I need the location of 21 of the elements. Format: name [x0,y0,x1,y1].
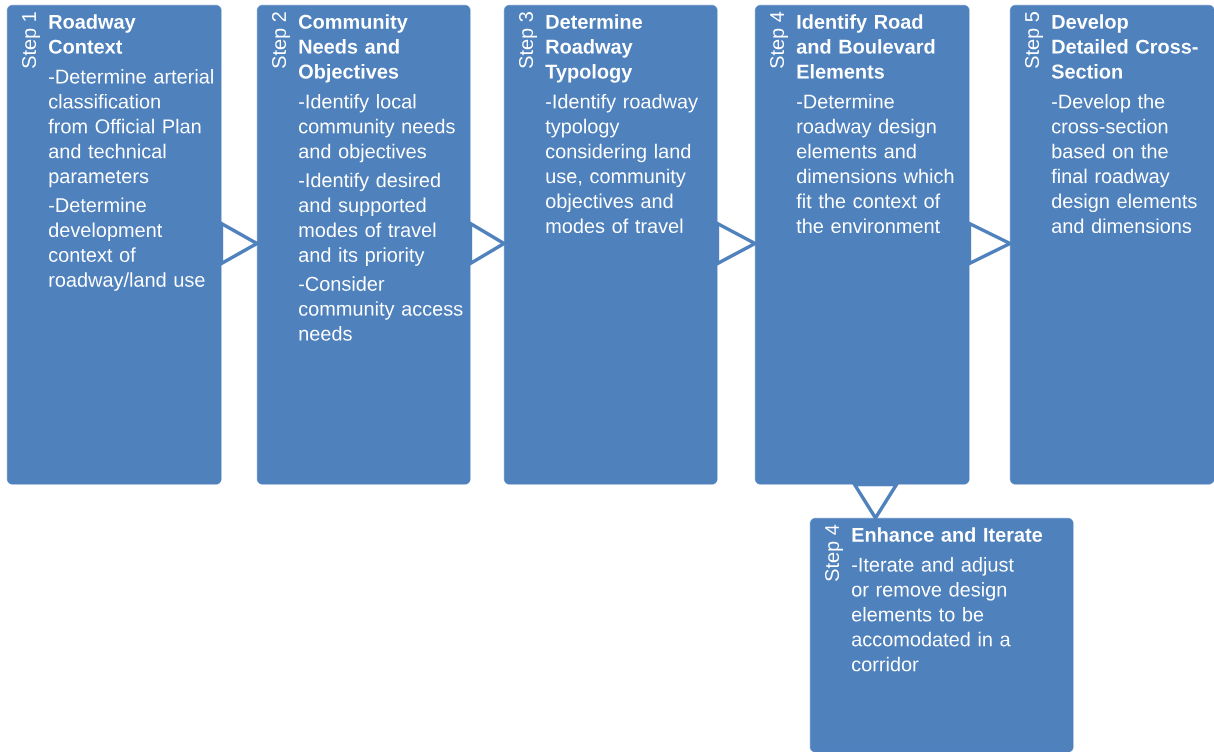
step-label: Step 4 [770,11,789,68]
step-description: -Consider community access needs [299,276,463,341]
step-heading: Determine Roadway Typology [545,14,642,83]
step-description: -Determine roadway design elements and dimensions which fit the context of the environment [796,93,954,234]
step-label: Step 3 [519,12,538,68]
step-description: -Identify local community needs and objectives [299,93,455,163]
step-label: Step 5 [1025,12,1044,68]
step-description: -Identify roadway typology considering land use, community objectives and modes of travel [545,93,698,234]
step-label: Step 2 [272,12,291,68]
step-description: -Iterate and adjust or remove design elements to be accomodated in a corridor [852,557,1014,672]
step-heading: Enhance and Iterate [852,527,1043,542]
step-heading: Roadway Context [49,14,136,54]
step-description: -Determine development context of roadway/land use [49,197,205,291]
step-heading: Identify Road and Boulevard Elements [796,14,935,79]
step-heading: Develop Detailed Cross-Section [1051,14,1198,79]
step-description: -Identify desired and supported modes of travel and its priority [299,172,440,266]
step-heading: Community Needs and Objectives [299,14,408,83]
step-label: Step 4 [825,524,844,581]
step-description: -Develop the cross-section based on the final roadway design elements and dimensions [1051,93,1197,234]
step-label: Step 1 [22,12,41,68]
step-description: -Determine arterial classification from Official Plan and technical parameters [48,69,213,188]
